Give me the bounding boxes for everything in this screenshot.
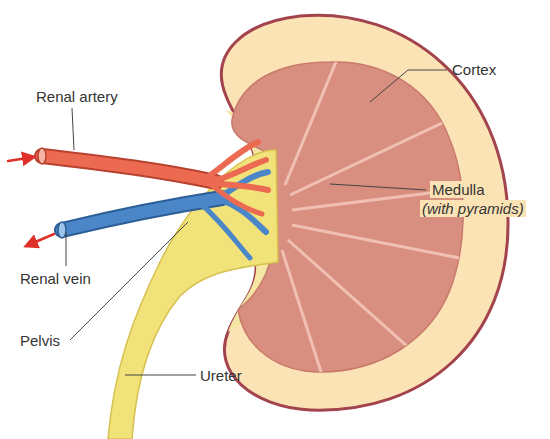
part-label: (with pyramids) [420,200,526,217]
part-label: Renal vein [20,270,91,287]
pelvis-ureter [108,150,278,439]
renal-artery [8,142,268,214]
leader-lines [66,70,447,375]
renal-vein [26,172,268,258]
part-label: Cortex [452,61,496,78]
part-label: Ureter [200,367,242,384]
part-label: Pelvis [20,332,60,349]
part-label: Medulla [430,181,487,198]
part-label: Renal artery [36,88,118,105]
